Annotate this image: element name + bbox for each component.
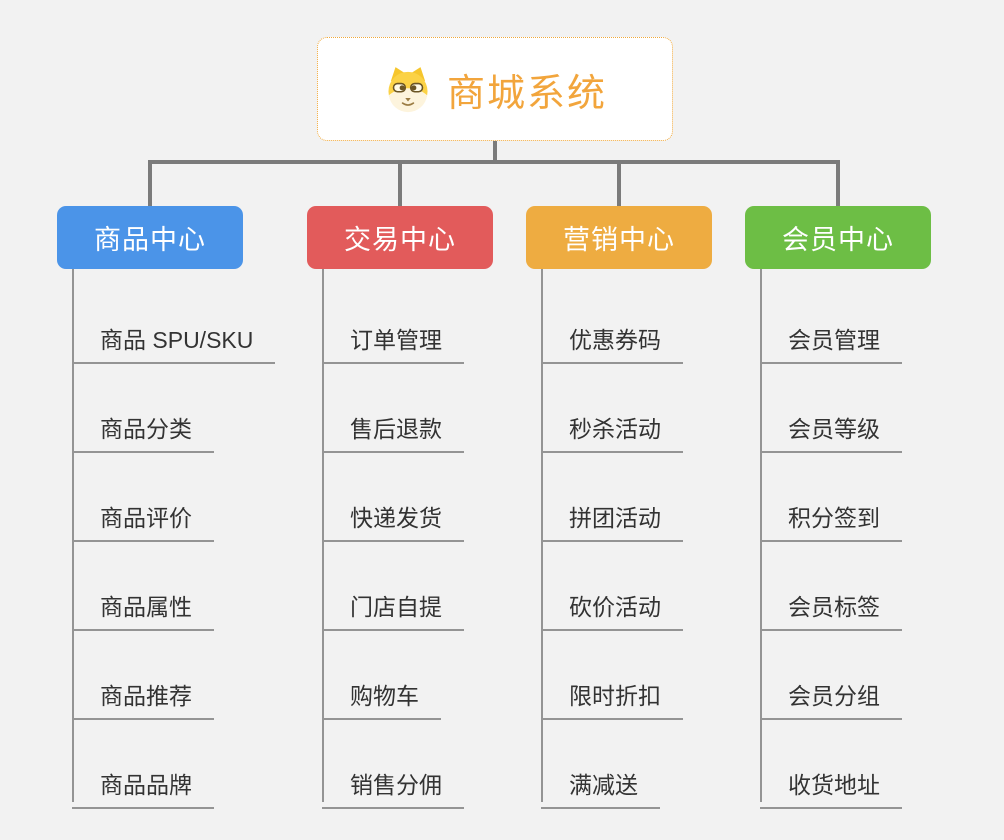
subtopic-node[interactable]: 购物车 xyxy=(322,667,441,720)
subtopic-node[interactable]: 商品分类 xyxy=(72,400,214,453)
subtopic-node[interactable]: 秒杀活动 xyxy=(541,400,683,453)
subtopic-label: 收货地址 xyxy=(788,772,880,798)
branch-node[interactable]: 商品中心 xyxy=(57,206,243,269)
root-drop-line xyxy=(493,141,497,164)
child-spine-line xyxy=(541,269,543,802)
subtopic-node[interactable]: 砍价活动 xyxy=(541,578,683,631)
subtopic-label: 订单管理 xyxy=(350,327,442,353)
root-topic-title: 商城系统 xyxy=(446,72,607,115)
child-spine-line xyxy=(760,269,762,802)
subtopic-node[interactable]: 会员等级 xyxy=(760,400,902,453)
subtopic-node[interactable]: 优惠券码 xyxy=(541,311,683,364)
subtopic-label: 商品 SPU/SKU xyxy=(100,327,254,353)
subtopic-label: 会员标签 xyxy=(788,594,880,620)
subtopic-node[interactable]: 商品属性 xyxy=(72,578,214,631)
subtopic-label: 砍价活动 xyxy=(569,594,661,620)
branch-node[interactable]: 会员中心 xyxy=(745,206,931,269)
subtopic-node[interactable]: 会员分组 xyxy=(760,667,902,720)
branch-node[interactable]: 营销中心 xyxy=(526,206,712,269)
subtopic-label: 限时折扣 xyxy=(569,683,661,709)
subtopic-label: 会员分组 xyxy=(788,683,880,709)
subtopic-label: 积分签到 xyxy=(788,505,880,531)
subtopic-label: 商品评价 xyxy=(100,505,192,531)
subtopic-label: 快递发货 xyxy=(350,505,442,531)
subtopic-node[interactable]: 商品评价 xyxy=(72,489,214,542)
branch-label: 营销中心 xyxy=(563,225,675,255)
subtopic-node[interactable]: 商品 SPU/SKU xyxy=(72,311,276,364)
subtopic-node[interactable]: 商品品牌 xyxy=(72,756,214,809)
subtopic-node[interactable]: 限时折扣 xyxy=(541,667,683,720)
subtopic-label: 满减送 xyxy=(569,772,638,798)
subtopic-node[interactable]: 销售分佣 xyxy=(322,756,464,809)
subtopic-node[interactable]: 拼团活动 xyxy=(541,489,683,542)
branch-stub-line xyxy=(617,160,621,206)
subtopic-node[interactable]: 订单管理 xyxy=(322,311,464,364)
subtopic-label: 会员等级 xyxy=(788,416,880,442)
shiba-dog-icon xyxy=(383,64,433,114)
subtopic-node[interactable]: 会员标签 xyxy=(760,578,902,631)
subtopic-label: 秒杀活动 xyxy=(569,416,661,442)
subtopic-node[interactable]: 满减送 xyxy=(541,756,660,809)
subtopic-label: 商品品牌 xyxy=(100,772,192,798)
child-spine-line xyxy=(72,269,74,802)
branch-label: 会员中心 xyxy=(782,225,894,255)
branch-label: 交易中心 xyxy=(344,225,456,255)
branch-label: 商品中心 xyxy=(94,225,206,255)
subtopic-node[interactable]: 商品推荐 xyxy=(72,667,214,720)
root-topic-node[interactable]: 商城系统 xyxy=(317,37,673,141)
branch-node[interactable]: 交易中心 xyxy=(307,206,493,269)
subtopic-node[interactable]: 收货地址 xyxy=(760,756,902,809)
subtopic-label: 商品推荐 xyxy=(100,683,192,709)
subtopic-node[interactable]: 快递发货 xyxy=(322,489,464,542)
subtopic-label: 会员管理 xyxy=(788,327,880,353)
subtopic-label: 商品分类 xyxy=(100,416,192,442)
subtopic-label: 优惠券码 xyxy=(569,327,661,353)
child-spine-line xyxy=(322,269,324,802)
subtopic-node[interactable]: 售后退款 xyxy=(322,400,464,453)
subtopic-label: 拼团活动 xyxy=(569,505,661,531)
branch-stub-line xyxy=(836,160,840,206)
subtopic-label: 商品属性 xyxy=(100,594,192,620)
subtopic-label: 购物车 xyxy=(350,683,419,709)
branch-bus-line xyxy=(148,160,840,164)
subtopic-label: 售后退款 xyxy=(350,416,442,442)
subtopic-label: 销售分佣 xyxy=(350,772,442,798)
branch-stub-line xyxy=(398,160,402,206)
subtopic-label: 门店自提 xyxy=(350,594,442,620)
subtopic-node[interactable]: 门店自提 xyxy=(322,578,464,631)
subtopic-node[interactable]: 会员管理 xyxy=(760,311,902,364)
branch-stub-line xyxy=(148,160,152,206)
subtopic-node[interactable]: 积分签到 xyxy=(760,489,902,542)
